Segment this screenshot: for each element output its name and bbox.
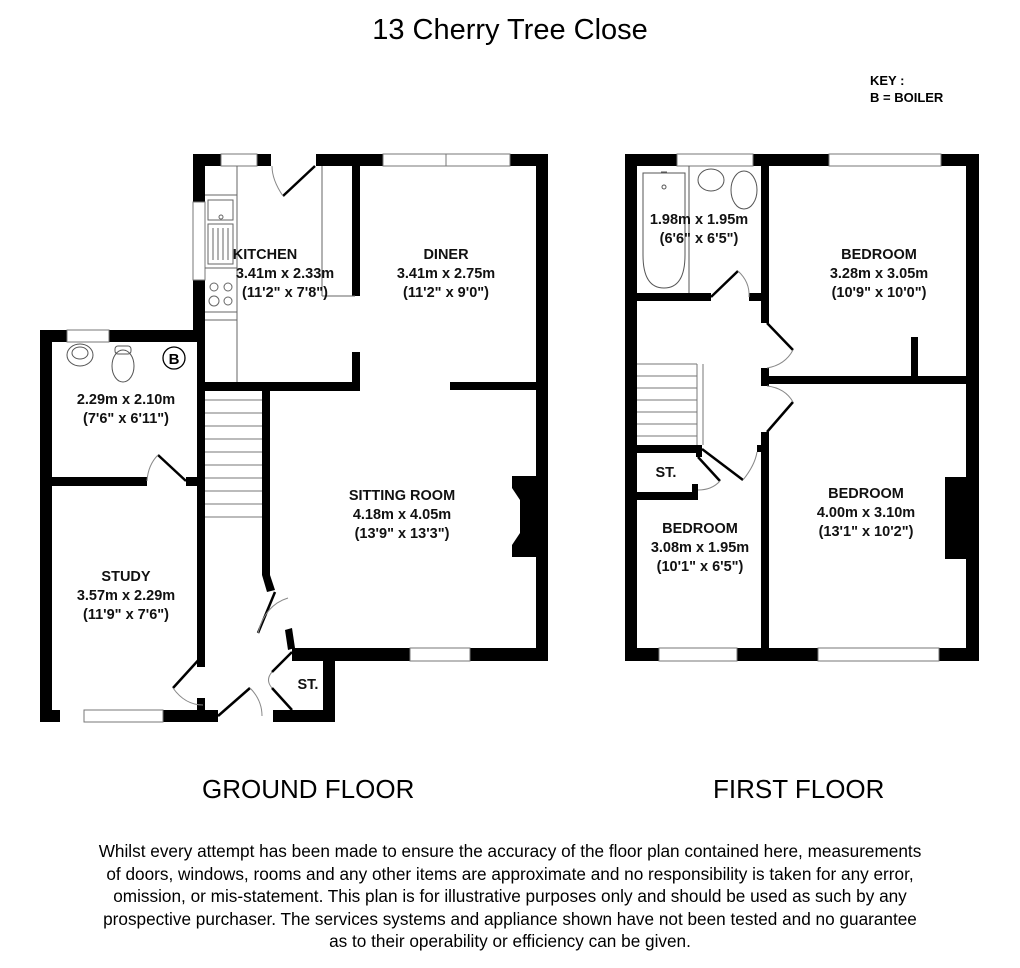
- disclaimer-line: prospective purchaser. The services syst…: [103, 908, 917, 929]
- ground-door-swings: [146, 165, 289, 717]
- bedroom-3-metric: 3.08m x 1.95m: [651, 540, 749, 556]
- kitchen-imperial: (11'2" x 7'8"): [242, 285, 328, 301]
- bedroom-2-metric: 4.00m x 3.10m: [817, 505, 915, 521]
- study-imperial: (11'9" x 7'6"): [83, 607, 169, 623]
- diner-imperial: (11'2" x 9'0"): [403, 285, 489, 301]
- kitchen-fittings: [205, 166, 355, 382]
- cloakroom-imperial: (7'6" x 6'11"): [83, 411, 169, 427]
- bedroom-2-name: BEDROOM: [828, 486, 904, 502]
- ground-floor-windows: [66, 153, 511, 723]
- key-legend: KEY : B = BOILER: [870, 72, 943, 106]
- sitting-room-metric: 4.18m x 4.05m: [353, 507, 451, 523]
- first-floor-walls: [625, 154, 979, 661]
- cloakroom-metric: 2.29m x 2.10m: [77, 392, 175, 408]
- ground-stairs: [205, 399, 262, 518]
- ground-doors: [157, 165, 316, 717]
- sitting-room-imperial: (13'9" x 13'3"): [355, 526, 450, 542]
- kitchen-metric: 3.41m x 2.33m: [236, 266, 334, 282]
- ground-floor-walls: [40, 154, 548, 722]
- first-floor-label: FIRST FLOOR: [713, 774, 885, 804]
- first-floor-plan: 1.98m x 1.95m (6'6" x 6'5") BEDROOM 3.28…: [625, 153, 979, 662]
- sitting-room-name: SITTING ROOM: [349, 488, 455, 504]
- first-floor-windows: [658, 153, 942, 662]
- ground-store-label: ST.: [298, 677, 319, 693]
- boiler-icon: B: [162, 346, 186, 370]
- study-name: STUDY: [101, 569, 150, 585]
- first-doors: [697, 270, 794, 482]
- bathroom-imperial: (6'6" x 6'5"): [660, 231, 739, 247]
- bath-icon: [642, 172, 686, 289]
- disclaimer-line: of doors, windows, rooms and any other i…: [106, 863, 914, 884]
- bedroom-2-imperial: (13'1" x 10'2"): [819, 524, 914, 540]
- first-stairs: [637, 363, 704, 445]
- bedroom-1-imperial: (10'9" x 10'0"): [832, 285, 927, 301]
- cloakroom-fixtures: [66, 343, 135, 383]
- basin-icon: [66, 343, 94, 367]
- toilet-icon: [111, 349, 135, 383]
- diner-name: DINER: [423, 247, 469, 263]
- page-title: 13 Cherry Tree Close: [372, 14, 648, 46]
- disclaimer-line: as to their operability or efficiency ca…: [329, 931, 691, 951]
- key-heading: KEY :: [870, 73, 905, 88]
- ground-floor-label: GROUND FLOOR: [202, 774, 415, 804]
- key-entry-boiler: B = BOILER: [870, 90, 944, 105]
- bedroom-3-name: BEDROOM: [662, 521, 738, 537]
- kitchen-name: KITCHEN: [233, 247, 297, 263]
- disclaimer-line: Whilst every attempt has been made to en…: [98, 841, 922, 861]
- bedroom-3-imperial: (10'1" x 6'5"): [657, 559, 744, 575]
- first-store-label: ST.: [656, 465, 677, 481]
- ground-floor-plan: B KITCHEN 3.41m x 2.33m (11'2" x 7'8") D…: [40, 153, 548, 723]
- basin-icon: [697, 168, 725, 192]
- study-metric: 3.57m x 2.29m: [77, 588, 175, 604]
- diner-metric: 3.41m x 2.75m: [397, 266, 495, 282]
- disclaimer-line: omission, or mis-statement. This plan is…: [113, 886, 907, 906]
- toilet-icon: [730, 170, 758, 210]
- bathroom-fixtures: [642, 166, 758, 293]
- bathroom-metric: 1.98m x 1.95m: [650, 212, 748, 228]
- bedroom-1-metric: 3.28m x 3.05m: [830, 266, 928, 282]
- boiler-symbol: B: [169, 351, 180, 368]
- first-door-swings: [697, 270, 794, 491]
- bedroom-1-name: BEDROOM: [841, 247, 917, 263]
- disclaimer: Whilst every attempt has been made to en…: [40, 840, 980, 953]
